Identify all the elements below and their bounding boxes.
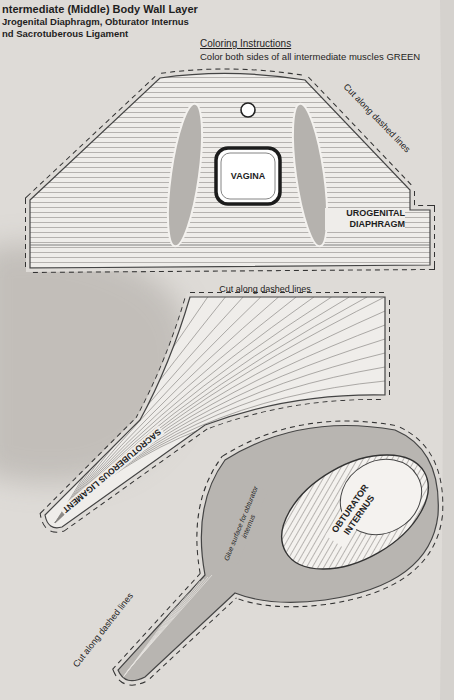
part-name: SACROTUBEROUS LIGAMENT [59, 426, 164, 517]
instructions-heading: Coloring Instructions [200, 38, 291, 49]
part-name: VAGINA [231, 171, 265, 181]
obturator-piece: Glue surface for obturator internusOBTUR… [110, 415, 445, 690]
cut-note: Cut along dashed lines [219, 284, 311, 294]
header-line: Jrogenital Diaphragm, Obturator Internus [2, 16, 189, 27]
instructions-text: Color both sides of all intermediate mus… [200, 51, 420, 62]
diaphragm-piece: UROGENITAL DIAPHRAGM VAGINA [25, 70, 435, 270]
sheet-title: ntermediate (Middle) Body Wall Layer [2, 3, 198, 15]
obturator-muscle: OBTURATOR INTERNUS [270, 455, 440, 570]
vagina-box: VAGINA [213, 145, 283, 207]
part-name: UROGENITAL DIAPHRAGM [325, 208, 405, 230]
header-line: nd Sacrotuberous Ligament [2, 28, 128, 39]
